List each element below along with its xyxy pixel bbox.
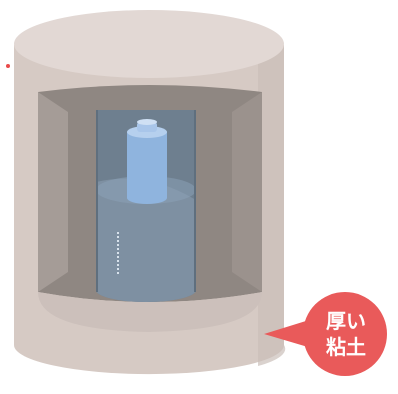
cavity-right-wall	[232, 92, 262, 292]
capsule	[127, 119, 167, 204]
dot-marker-icon	[6, 64, 10, 68]
callout-line-2: 粘土	[326, 335, 366, 359]
container-edge-right	[194, 110, 196, 292]
container-edge-left	[96, 110, 98, 292]
cavity-floor	[38, 292, 262, 332]
inner-container	[96, 110, 196, 302]
callout-line-1: 厚い	[326, 309, 366, 333]
thick-clay-callout: 厚い 粘土	[264, 292, 387, 376]
container-glass	[96, 178, 196, 302]
speech-bubble-icon	[303, 292, 387, 376]
clay-cylinder-right-shade	[258, 45, 286, 366]
clay-cylinder-top	[14, 10, 284, 78]
capsule-body	[127, 132, 167, 204]
cavity-left-wall	[38, 92, 68, 292]
capsule-cap-top	[137, 119, 157, 125]
